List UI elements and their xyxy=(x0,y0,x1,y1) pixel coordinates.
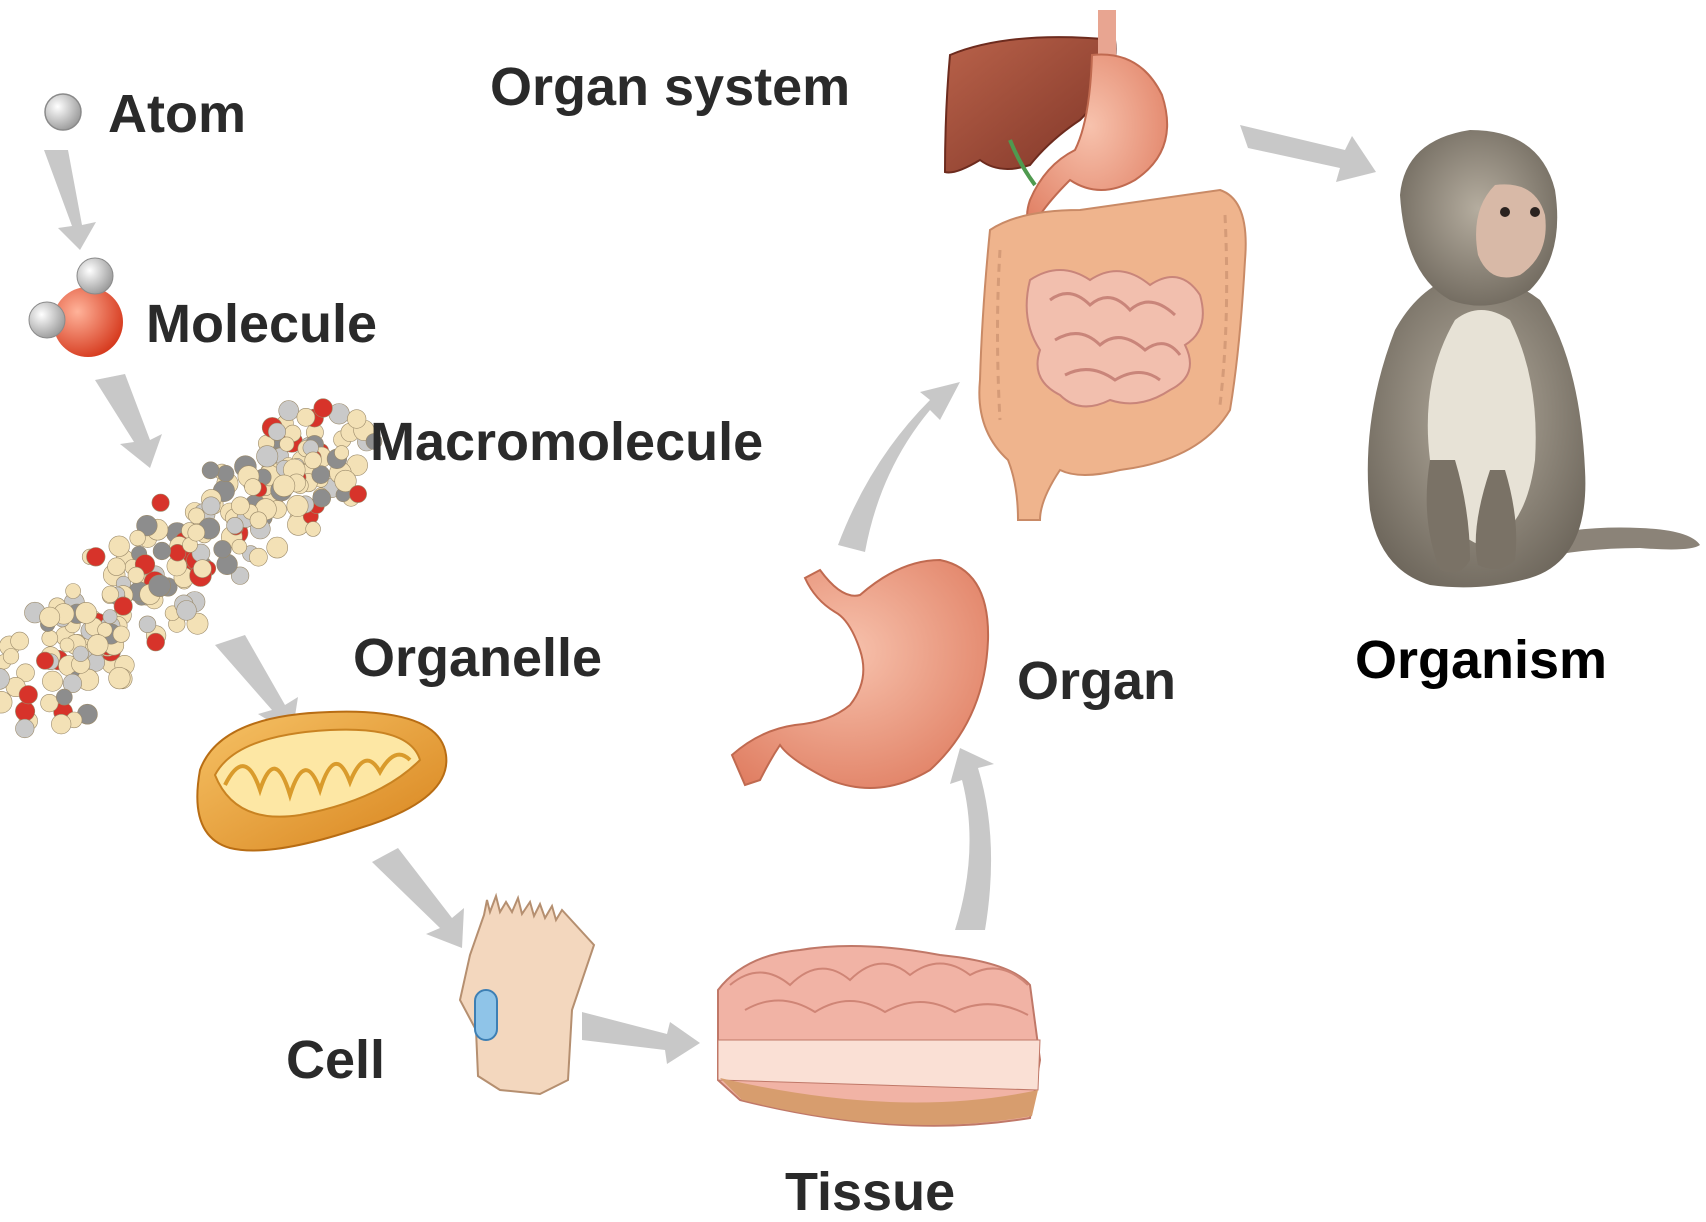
macromolecule-bead xyxy=(297,408,315,426)
macromolecule-bead xyxy=(153,542,171,560)
arrow-atom-to-molecule xyxy=(44,150,96,250)
macromolecule-bead xyxy=(66,584,81,599)
macromolecule-bead xyxy=(188,524,205,541)
macromolecule-bead xyxy=(109,536,130,557)
macromolecule-bead xyxy=(149,575,171,597)
macromolecule-bead xyxy=(76,602,97,623)
macromolecule-bead xyxy=(349,485,366,502)
macromolecule-bead xyxy=(245,479,262,496)
macromolecule-bead xyxy=(314,399,333,418)
macromolecule-bead xyxy=(305,452,322,469)
macromolecule-bead xyxy=(287,495,308,516)
macromolecule-bead xyxy=(42,630,58,646)
macromolecule-bead xyxy=(249,548,267,566)
macromolecule-bead xyxy=(56,689,72,705)
macromolecule-bead xyxy=(139,616,156,633)
macromolecule-bead xyxy=(147,633,165,651)
monkey-icon xyxy=(1368,130,1700,587)
macromolecule-bead xyxy=(42,671,62,691)
arrow-tissue-to-organ xyxy=(950,748,994,930)
label-molecule: Molecule xyxy=(146,297,377,351)
macromolecule-bead xyxy=(41,694,59,712)
macromolecule-bead xyxy=(19,686,37,704)
mitochondrion-icon xyxy=(197,712,446,851)
macromolecule-bead xyxy=(218,465,234,481)
macromolecule-bead xyxy=(279,401,299,421)
macromolecule-bead xyxy=(193,560,211,578)
macromolecule-bead xyxy=(227,517,244,534)
macromolecule-bead xyxy=(11,632,29,650)
macromolecule-bead xyxy=(268,423,285,440)
atom-sphere-icon xyxy=(45,94,81,130)
arrow-organelle-to-cell xyxy=(372,848,464,948)
protein-macromolecule-icon xyxy=(0,399,382,738)
macromolecule-bead xyxy=(232,539,247,554)
macromolecule-bead xyxy=(15,719,34,738)
macromolecule-bead xyxy=(113,626,129,642)
macromolecule-bead xyxy=(273,475,295,497)
label-tissue: Tissue xyxy=(785,1165,955,1219)
macromolecule-bead xyxy=(257,446,278,467)
stomach-icon xyxy=(732,560,988,788)
arrow-organ-to-organ-system xyxy=(838,382,960,552)
macromolecule-bead xyxy=(202,497,220,515)
macromolecule-bead xyxy=(130,530,146,546)
macromolecule-bead xyxy=(15,702,34,721)
label-organelle: Organelle xyxy=(353,631,602,685)
water-molecule-icon xyxy=(29,258,123,357)
macromolecule-bead xyxy=(267,537,288,558)
label-organ-system: Organ system xyxy=(490,60,850,114)
arrow-cell-to-tissue xyxy=(582,1012,700,1064)
label-cell: Cell xyxy=(286,1033,385,1087)
macromolecule-bead xyxy=(87,548,106,567)
macromolecule-bead xyxy=(108,558,126,576)
arrow-molecule-to-macromolecule xyxy=(95,374,162,468)
macromolecule-bead xyxy=(3,649,19,665)
macromolecule-bead xyxy=(250,512,267,529)
label-organism: Organism xyxy=(1355,633,1607,687)
macromolecule-bead xyxy=(109,667,131,689)
macromolecule-bead xyxy=(152,494,169,511)
macromolecule-bead xyxy=(347,410,366,429)
digestive-system-icon xyxy=(945,10,1246,520)
macromolecule-bead xyxy=(73,646,89,662)
tissue-block-icon xyxy=(718,946,1040,1126)
macromolecule-bead xyxy=(335,446,349,460)
macromolecule-bead xyxy=(36,652,53,669)
macromolecule-bead xyxy=(40,607,60,627)
macromolecule-bead xyxy=(214,540,232,558)
label-organ: Organ xyxy=(1017,654,1176,708)
label-macromolecule: Macromolecule xyxy=(370,415,763,469)
macromolecule-bead xyxy=(114,597,132,615)
macromolecule-bead xyxy=(128,567,144,583)
macromolecule-bead xyxy=(87,635,108,656)
macromolecule-bead xyxy=(306,522,321,537)
macromolecule-bead xyxy=(60,638,74,652)
label-atom: Atom xyxy=(108,87,246,141)
macromolecule-bead xyxy=(103,610,117,624)
macromolecule-bead xyxy=(177,601,197,621)
macromolecule-bead xyxy=(313,489,331,507)
epithelial-cell-icon xyxy=(460,896,594,1094)
macromolecule-bead xyxy=(51,714,71,734)
macromolecule-bead xyxy=(231,497,249,515)
arrow-organ-system-to-organism xyxy=(1240,125,1376,182)
macromolecule-bead xyxy=(202,462,219,479)
